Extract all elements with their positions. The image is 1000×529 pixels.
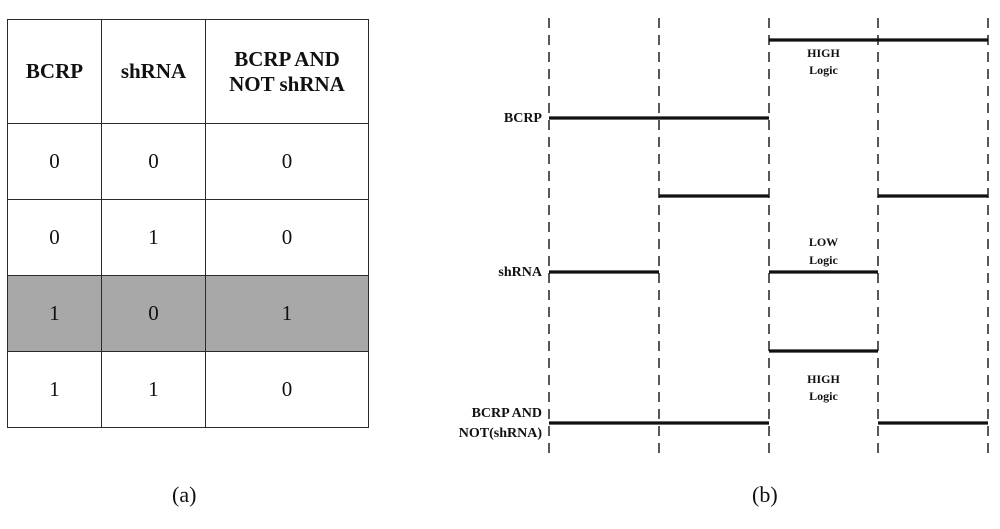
header-bcrp-and-not-shrna: BCRP AND NOT shRNA bbox=[205, 19, 369, 124]
table-cell: 1 bbox=[101, 199, 206, 276]
header-shrna: shRNA bbox=[101, 19, 206, 124]
table-cell: 1 bbox=[7, 351, 102, 428]
table-cell: 0 bbox=[205, 123, 369, 200]
table-cell: 0 bbox=[205, 351, 369, 428]
table-cell: 0 bbox=[7, 123, 102, 200]
table-cell: 1 bbox=[7, 275, 102, 352]
truth-table: BCRP shRNA BCRP AND NOT shRNA 0 0 0 0 1 … bbox=[7, 19, 369, 428]
table-row: 1 1 0 bbox=[7, 351, 369, 428]
signal-label-1: shRNA bbox=[498, 265, 542, 280]
header-bcrp: BCRP bbox=[7, 19, 102, 124]
table-cell: 0 bbox=[7, 199, 102, 276]
caption-b: (b) bbox=[752, 482, 778, 507]
signal-label-0: BCRP bbox=[504, 111, 543, 126]
table-cell: 1 bbox=[101, 351, 206, 428]
table-cell: 0 bbox=[205, 199, 369, 276]
caption-a: (a) bbox=[172, 482, 197, 507]
table-row-highlighted: 1 0 1 bbox=[7, 275, 369, 352]
table-cell: 0 bbox=[101, 275, 206, 352]
table-row: 0 0 0 bbox=[7, 123, 369, 200]
table-row: 0 1 0 bbox=[7, 199, 369, 276]
table-cell: 1 bbox=[205, 275, 369, 352]
table-header-row: BCRP shRNA BCRP AND NOT shRNA bbox=[7, 19, 369, 124]
